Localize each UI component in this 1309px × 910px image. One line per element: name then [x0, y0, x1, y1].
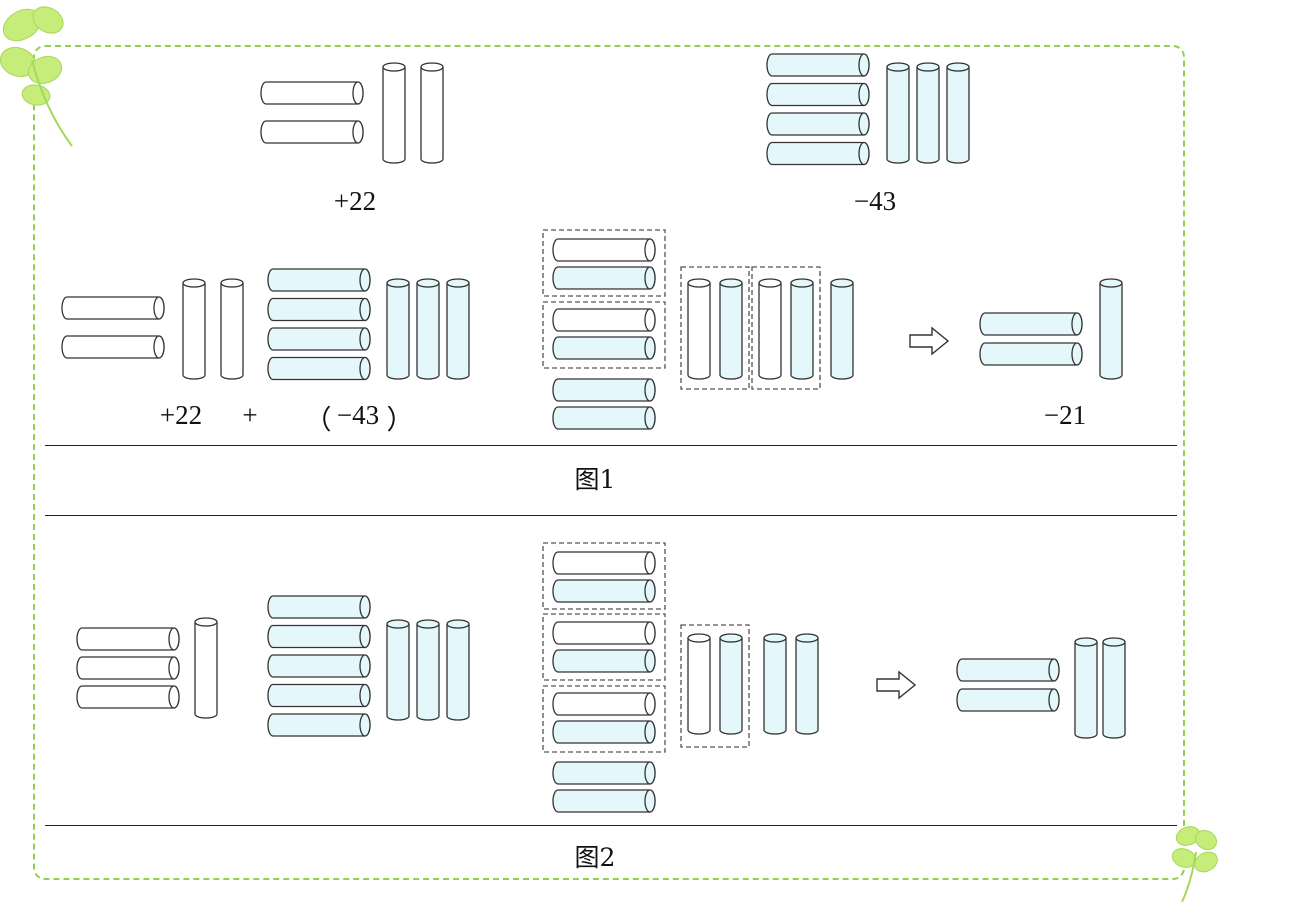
positive-vertical-rod — [220, 278, 244, 380]
negative-horizontal-rod — [766, 53, 870, 77]
arrow-icon — [909, 326, 950, 356]
positive-horizontal-rod — [552, 308, 656, 332]
negative-vertical-rod — [416, 278, 440, 380]
negative-vertical-rod — [1074, 637, 1098, 739]
negative-horizontal-rod — [552, 720, 656, 744]
negative-horizontal-rod — [956, 658, 1060, 682]
positive-horizontal-rod — [552, 551, 656, 575]
negative-horizontal-rod — [267, 297, 371, 322]
negative-horizontal-rod — [552, 266, 656, 290]
positive-horizontal-rod — [76, 656, 180, 680]
label-negative-43: −43 — [853, 186, 897, 216]
positive-horizontal-rod — [260, 81, 364, 105]
negative-horizontal-rod — [766, 141, 870, 166]
positive-horizontal-rod — [61, 335, 165, 359]
negative-horizontal-rod — [267, 654, 371, 678]
negative-horizontal-rod — [979, 312, 1083, 336]
positive-horizontal-rod — [76, 627, 180, 651]
negative-horizontal-rod — [552, 649, 656, 673]
positive-vertical-rod — [420, 62, 444, 164]
positive-vertical-rod — [182, 278, 206, 380]
negative-horizontal-rod — [552, 579, 656, 603]
negative-horizontal-rod — [267, 327, 371, 351]
label-positive-22: +22 — [333, 186, 377, 216]
expression-plus-sign: + — [242, 400, 258, 430]
positive-vertical-rod — [758, 278, 782, 380]
positive-vertical-rod — [194, 617, 218, 719]
expression-term-b: −43 — [336, 400, 380, 430]
pair-box — [542, 542, 666, 610]
pair-box — [680, 266, 750, 390]
negative-vertical-rod — [446, 619, 470, 721]
negative-vertical-rod — [763, 633, 787, 735]
figure2-rule — [45, 825, 1177, 826]
negative-vertical-rod — [386, 278, 410, 380]
positive-vertical-rod — [687, 278, 711, 380]
negative-horizontal-rod — [267, 624, 371, 649]
negative-vertical-rod — [916, 62, 940, 164]
negative-vertical-rod — [1099, 278, 1123, 380]
negative-vertical-rod — [946, 62, 970, 164]
negative-vertical-rod — [886, 62, 910, 164]
expression-term-a: +22 — [159, 400, 203, 430]
figure1-rule-bottom — [45, 515, 1177, 516]
negative-horizontal-rod — [552, 336, 656, 360]
dashed-frame — [33, 45, 1185, 880]
label-result-negative-21: −21 — [1043, 400, 1087, 430]
pair-box — [542, 613, 666, 681]
negative-horizontal-rod — [956, 688, 1060, 712]
positive-horizontal-rod — [76, 685, 180, 709]
figure1-rule-top — [45, 445, 1177, 446]
negative-vertical-rod — [1102, 637, 1126, 739]
negative-horizontal-rod — [267, 268, 371, 292]
pair-box — [542, 229, 666, 297]
negative-horizontal-rod — [552, 406, 656, 430]
negative-vertical-rod — [719, 278, 743, 380]
negative-horizontal-rod — [766, 112, 870, 136]
negative-horizontal-rod — [552, 761, 656, 785]
negative-vertical-rod — [416, 619, 440, 721]
negative-horizontal-rod — [979, 342, 1083, 366]
positive-horizontal-rod — [552, 238, 656, 262]
negative-horizontal-rod — [552, 789, 656, 813]
positive-vertical-rod — [687, 633, 711, 735]
negative-horizontal-rod — [267, 713, 371, 737]
negative-horizontal-rod — [267, 595, 371, 619]
positive-vertical-rod — [382, 62, 406, 164]
clover-decoration-bottom-right — [1171, 826, 1218, 903]
positive-horizontal-rod — [552, 621, 656, 645]
negative-vertical-rod — [830, 278, 854, 380]
pair-box — [542, 685, 666, 753]
pair-box — [751, 266, 821, 390]
arrow-icon — [876, 670, 917, 700]
negative-horizontal-rod — [766, 82, 870, 107]
positive-horizontal-rod — [61, 296, 165, 320]
clover-decoration-top-left — [0, 6, 73, 147]
negative-horizontal-rod — [552, 378, 656, 402]
figure2-caption: 图2 — [574, 843, 616, 872]
negative-vertical-rod — [386, 619, 410, 721]
positive-horizontal-rod — [552, 692, 656, 716]
negative-horizontal-rod — [267, 356, 371, 381]
positive-horizontal-rod — [260, 120, 364, 144]
expression-paren-close: ） — [386, 405, 414, 435]
negative-vertical-rod — [790, 278, 814, 380]
negative-horizontal-rod — [267, 683, 371, 708]
pair-box — [680, 624, 750, 748]
expression-paren-open: （ — [304, 405, 332, 435]
negative-vertical-rod — [795, 633, 819, 735]
figure1-caption: 图1 — [574, 465, 616, 494]
negative-vertical-rod — [446, 278, 470, 380]
negative-vertical-rod — [719, 633, 743, 735]
pair-box — [542, 301, 666, 369]
